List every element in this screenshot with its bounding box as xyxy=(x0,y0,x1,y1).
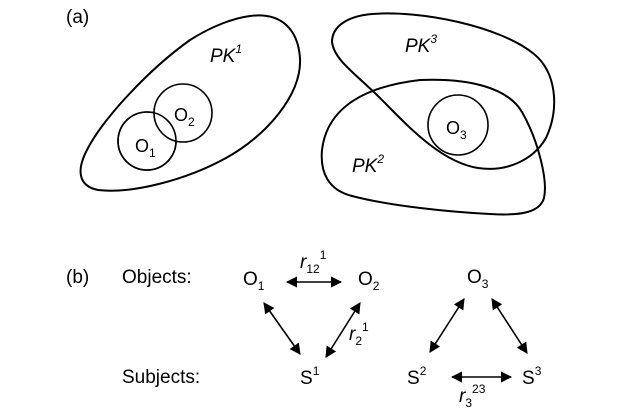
o3-node: O3 xyxy=(467,267,489,291)
objects-row-label: Objects: xyxy=(122,267,192,288)
arrow-o3-s2 xyxy=(429,298,465,353)
relation-r2-1: r21 xyxy=(349,320,369,348)
arrow-o1-s1 xyxy=(263,302,301,355)
pk2-label: PK2 xyxy=(352,152,384,177)
arrow-o2-s1 xyxy=(325,302,361,358)
pk1-region xyxy=(79,14,302,192)
o3-label-a: O3 xyxy=(446,118,467,142)
o1-outline xyxy=(117,111,177,171)
o2-label-a: O2 xyxy=(174,105,195,129)
part-b-label: (b) xyxy=(66,267,89,288)
pk3-label: PK3 xyxy=(405,32,437,57)
o3-circle xyxy=(427,94,489,156)
subjects-row-label: Subjects: xyxy=(122,367,200,388)
pk1-label: PK1 xyxy=(210,42,242,67)
s2-node: S2 xyxy=(407,364,427,389)
s1-node: S1 xyxy=(300,364,320,389)
arrow-o3-s3 xyxy=(491,298,528,354)
pk2-region xyxy=(320,78,546,216)
o2-node: O2 xyxy=(358,269,380,293)
pk3-region xyxy=(330,12,556,170)
s3-node: S3 xyxy=(522,364,542,389)
relation-r12-1: r121 xyxy=(300,248,327,276)
o1-node: O1 xyxy=(243,269,265,293)
part-a-label: (a) xyxy=(66,7,89,28)
o1-label-a: O1 xyxy=(135,136,156,160)
relation-r3-23: r323 xyxy=(459,382,486,410)
